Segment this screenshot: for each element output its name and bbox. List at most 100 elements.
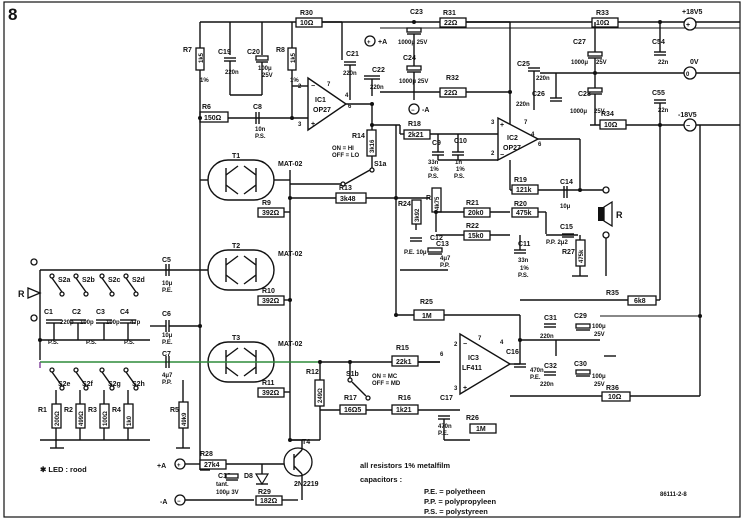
svg-text:100Ω: 100Ω [103,411,109,426]
svg-text:3: 3 [454,386,458,392]
svg-text:−: − [686,123,690,130]
svg-text:R25: R25 [420,299,433,306]
svg-text:R22: R22 [466,223,479,230]
svg-text:R28: R28 [200,451,213,458]
figure-number: 8 [8,5,17,24]
svg-text:P.S.: P.S. [124,340,135,346]
svg-text:S2d: S2d [132,277,145,284]
svg-text:R15: R15 [396,345,409,352]
svg-text:1M: 1M [476,426,486,433]
switch-bank-upper[interactable] [49,273,139,297]
svg-text:C22: C22 [372,67,385,74]
svg-text:1k21: 1k21 [396,407,412,414]
svg-text:100μ: 100μ [592,324,606,330]
svg-text:R8: R8 [276,47,285,54]
svg-text:P.E. 10μ: P.E. 10μ [404,250,427,256]
svg-text:R1: R1 [38,407,47,414]
svg-text:220n: 220n [540,382,554,388]
svg-text:P.S.: P.S. [255,134,266,140]
svg-text:C54: C54 [652,39,665,46]
svg-text:+: + [367,40,371,46]
svg-text:33n: 33n [518,258,529,264]
svg-text:22n: 22n [658,60,669,66]
svg-text:IC1: IC1 [315,97,326,104]
svg-text:OP27: OP27 [313,107,331,114]
svg-text:4k75: 4k75 [435,196,441,210]
svg-text:T3: T3 [232,335,240,342]
svg-text:1k0: 1k0 [127,415,133,426]
svg-text:C2: C2 [72,309,81,316]
svg-text:200Ω: 200Ω [55,411,61,426]
svg-text:OP27: OP27 [503,145,521,152]
svg-text:R32: R32 [446,75,459,82]
svg-text:S2f: S2f [82,381,94,388]
svg-text:22k1: 22k1 [396,359,412,366]
svg-text:R34: R34 [601,111,614,118]
svg-text:R11: R11 [262,380,275,387]
svg-text:C1: C1 [44,309,53,316]
ic2-opamp [497,116,540,162]
svg-text:S1b: S1b [346,371,359,378]
svg-text:R33: R33 [596,10,609,17]
svg-text:182Ω: 182Ω [260,498,278,505]
svg-text:100μ: 100μ [258,66,272,72]
svg-text:86111-2-8: 86111-2-8 [660,492,687,498]
svg-text:2: 2 [491,151,495,157]
svg-text:1%: 1% [456,167,465,173]
zero-rail-label: 0V [690,59,699,66]
svg-text:220n: 220n [516,102,530,108]
svg-text:LF411: LF411 [462,365,482,372]
svg-text:P.E.: P.E. [162,340,173,346]
svg-text:3: 3 [298,122,302,128]
neg-rail-terminal [683,118,697,132]
svg-text:7: 7 [524,120,528,126]
svg-text:R21: R21 [466,200,479,207]
svg-text:15k0: 15k0 [468,233,484,240]
svg-text:6: 6 [348,104,352,110]
svg-text:25V: 25V [262,73,273,79]
svg-text:20k0: 20k0 [468,210,484,217]
svg-text:R2: R2 [64,407,73,414]
svg-text:R36: R36 [606,385,619,392]
svg-text:0: 0 [686,72,690,78]
svg-text:P.S.: P.S. [518,273,529,279]
svg-text:+: + [500,122,504,129]
svg-text:+A: +A [157,463,166,470]
switch-bank-lower[interactable] [49,367,139,391]
svg-text:P.P.: P.P. [162,380,172,386]
zero-rail-terminal [683,66,697,80]
svg-text:R9: R9 [262,200,271,207]
pos-rail-label: +18V5 [682,9,703,16]
t4-transistor-icon [283,447,313,477]
svg-text:1M: 1M [422,313,432,320]
svg-text:2k21: 2k21 [408,132,424,139]
svg-text:4: 4 [345,93,349,99]
svg-text:C12: C12 [430,235,443,242]
svg-text:7: 7 [478,336,482,342]
led-icon [254,473,270,486]
svg-text:P.E.: P.E. [162,288,173,294]
svg-text:R18: R18 [408,121,421,128]
svg-text:+: + [311,121,315,128]
svg-text:R10: R10 [262,288,275,295]
svg-text:C14: C14 [560,179,573,186]
svg-text:+: + [177,463,181,469]
svg-text:−: − [411,108,415,114]
svg-text:220n: 220n [536,76,550,82]
svg-text:P.S.: P.S. [86,340,97,346]
svg-text:392Ω: 392Ω [262,210,280,217]
svg-text:+: + [463,385,467,392]
svg-text:150Ω: 150Ω [204,115,222,122]
svg-text:capacitors :: capacitors : [360,475,402,484]
svg-text:S1a: S1a [374,161,387,168]
svg-text:T4: T4 [302,439,310,446]
svg-text:3k92: 3k92 [415,208,421,222]
svg-text:1k5: 1k5 [199,52,205,63]
svg-text:10Ω: 10Ω [604,122,618,129]
svg-text:R12: R12 [306,369,319,376]
svg-text:33n: 33n [428,160,439,166]
svg-text:3k16: 3k16 [370,139,376,153]
ic3-opamp [459,332,512,396]
svg-text:25V: 25V [596,60,607,66]
